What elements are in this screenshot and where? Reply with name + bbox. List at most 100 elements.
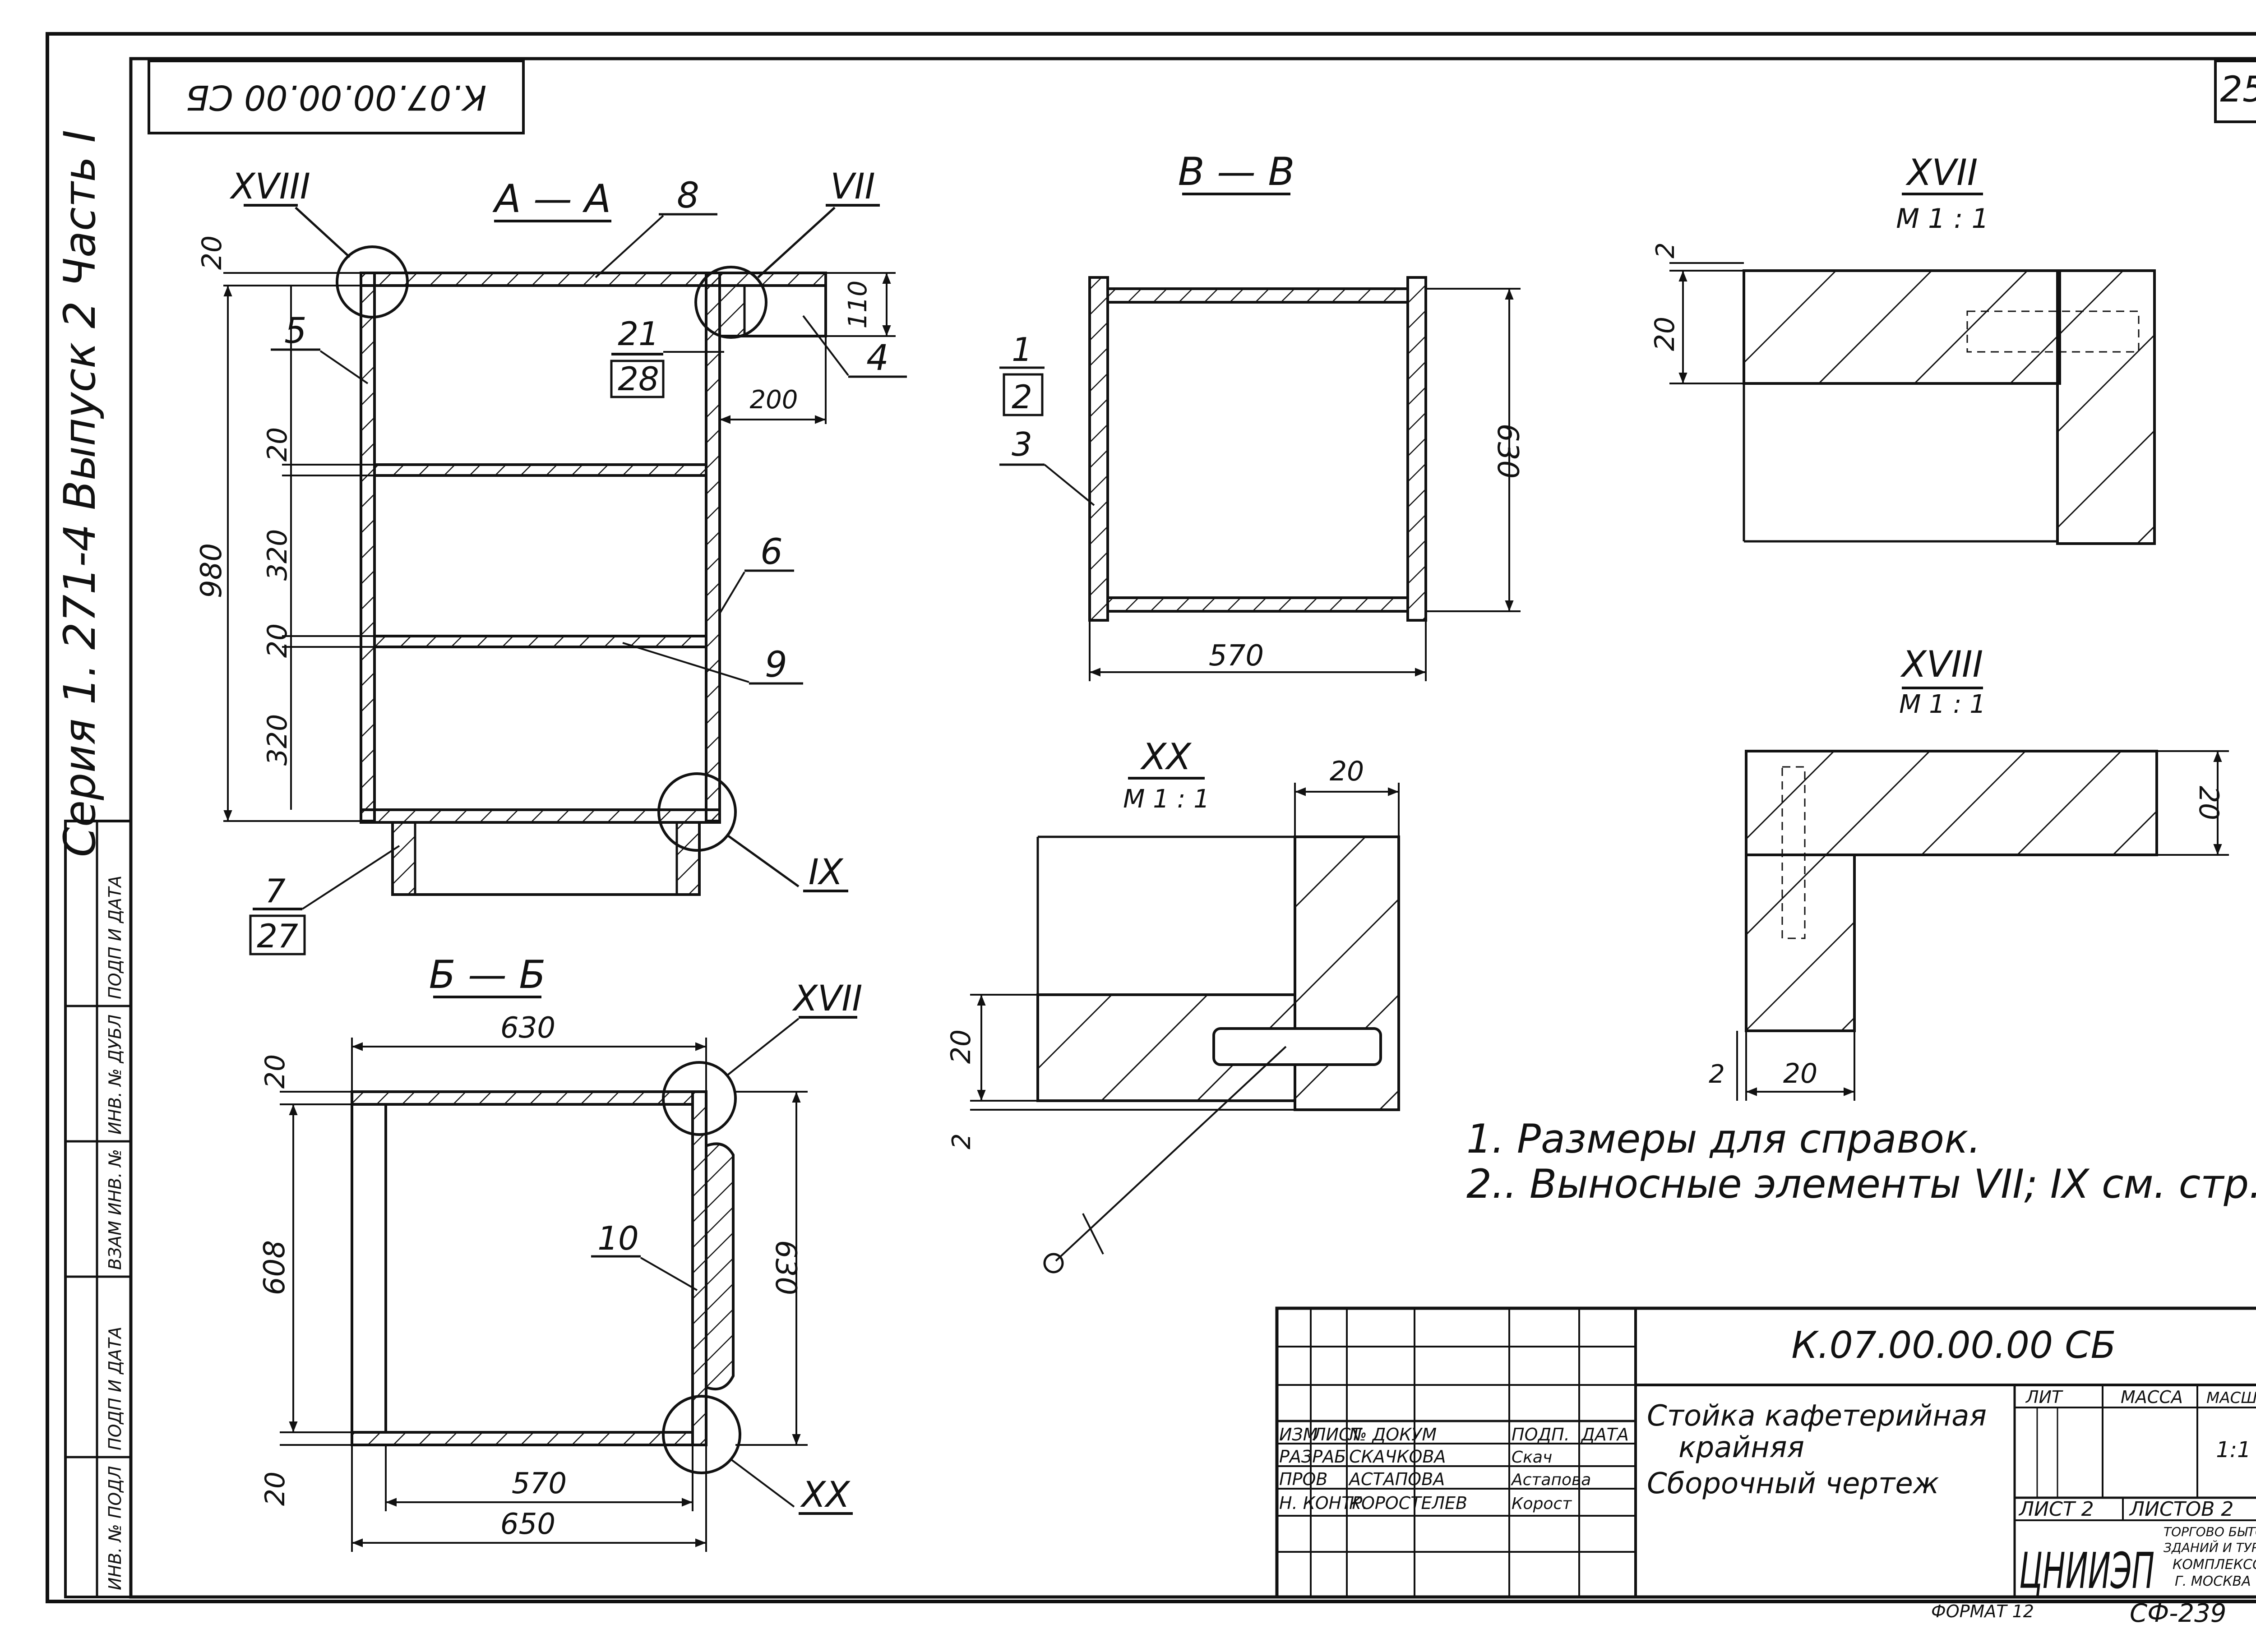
tb-sign-2: Астапова bbox=[1511, 1471, 1591, 1489]
section-v-v: В — В 630 570 1 2 3 bbox=[999, 149, 1524, 681]
shelf-upper bbox=[373, 463, 707, 477]
dim-650: 650 bbox=[500, 1508, 555, 1541]
vv-left-panel bbox=[1088, 276, 1109, 622]
footer-code: СФ-239 bbox=[2130, 1599, 2226, 1628]
tb-role-2: ПРОВ bbox=[1279, 1469, 1327, 1489]
callout-27: 27 bbox=[257, 917, 298, 955]
tb-scale-value: 1:1 bbox=[2216, 1437, 2251, 1463]
dim-630-top: 630 bbox=[500, 1011, 555, 1045]
tb-org-line-1: ТОРГОВО БЫТОВ. bbox=[2164, 1524, 2256, 1539]
detail-xviii-dim-20h: 20 bbox=[1783, 1058, 1817, 1089]
detail-xviii-scale: М 1 : 1 bbox=[1899, 690, 1986, 719]
tb-name-2: АСТАПОВА bbox=[1348, 1469, 1445, 1489]
section-v-v-title: В — В bbox=[1178, 149, 1295, 194]
tb-role-1: РАЗРАБ bbox=[1279, 1447, 1346, 1467]
tb-name-line3: Сборочный чертеж bbox=[1647, 1467, 1939, 1500]
tb-sheets: ЛИСТОВ 2 bbox=[2129, 1498, 2233, 1521]
left-panel bbox=[360, 272, 376, 822]
tb-org-line-4: Г. МОСКВА bbox=[2175, 1574, 2251, 1589]
right-panel bbox=[705, 272, 721, 822]
inverted-code-box: К.07.00.00.00 СБ bbox=[148, 60, 525, 134]
detail-circle-ix bbox=[657, 772, 737, 852]
shelf-middle bbox=[373, 635, 707, 648]
tb-org-line-3: КОМПЛЕКСОВ bbox=[2173, 1557, 2256, 1573]
tb-sign-1: Скач bbox=[1512, 1448, 1552, 1467]
tb-sheet: ЛИСТ 2 bbox=[2018, 1498, 2094, 1521]
tb-list: ЛИСТ bbox=[1312, 1425, 1363, 1444]
detail-xviii-dim-20v: 20 bbox=[2193, 786, 2224, 820]
detail-xvii: XVII М 1 : 1 2 20 bbox=[1649, 152, 2156, 545]
callout-1: 1 bbox=[1012, 331, 1032, 369]
series-title: Серия 1. 271-4 Выпуск 2 Часть I bbox=[55, 130, 105, 857]
tb-masshtab: МАСШТ. bbox=[2206, 1389, 2256, 1407]
dim-top-20: 20 bbox=[196, 235, 228, 270]
detail-xvii-dim-2: 2 bbox=[1651, 242, 1680, 258]
bb-edge-band bbox=[705, 1142, 735, 1390]
tb-data: ДАТА bbox=[1581, 1425, 1629, 1444]
format-label: ФОРМАТ 12 bbox=[1931, 1601, 2034, 1621]
dim-200: 200 bbox=[750, 385, 798, 415]
tb-sign-3: Корост bbox=[1512, 1495, 1572, 1513]
tb-name-line2: крайняя bbox=[1678, 1431, 1804, 1464]
detail-label-ix: IX bbox=[809, 852, 844, 893]
detail-xviii: XVIII М 1 : 1 20 2 20 bbox=[1709, 643, 2229, 1101]
detail-xx-dim-2: 2 bbox=[947, 1133, 976, 1149]
dim-gap-20a: 20 bbox=[262, 427, 293, 461]
detail-xx-dim-20v: 20 bbox=[945, 1029, 977, 1064]
tb-doc: № ДОКУМ bbox=[1348, 1425, 1437, 1444]
stamp-cell-3: ВЗАМ ИНВ. № bbox=[105, 1149, 125, 1270]
callout-4: 4 bbox=[866, 338, 889, 378]
dim-span-320b: 320 bbox=[262, 714, 293, 766]
dim-630-right: 630 bbox=[769, 1240, 802, 1295]
vv-right-panel bbox=[1406, 276, 1427, 622]
detail-xx-scale: М 1 : 1 bbox=[1123, 784, 1210, 814]
dowel bbox=[1212, 1027, 1382, 1066]
dim-span-320a: 320 bbox=[262, 529, 293, 581]
plinth bbox=[391, 821, 701, 896]
detail-xvii-dim-20: 20 bbox=[1649, 317, 1681, 351]
tb-lit: ЛИТ bbox=[2025, 1387, 2063, 1407]
dim-gap-20b: 20 bbox=[262, 623, 293, 658]
dim-570-bb: 570 bbox=[512, 1467, 567, 1500]
tb-name-3: КОРОСТЕЛЕВ bbox=[1349, 1493, 1467, 1513]
page-number: 25 bbox=[2220, 69, 2256, 110]
detail-xx-dim-20top: 20 bbox=[1330, 756, 1364, 787]
tb-podp: ПОДП. bbox=[1512, 1425, 1570, 1444]
detail-xvii-title: XVII bbox=[1905, 152, 1978, 194]
dim-980: 980 bbox=[195, 543, 228, 598]
callout-8: 8 bbox=[677, 175, 699, 216]
tb-doc-code: К.07.00.00.00 СБ bbox=[1791, 1324, 2116, 1367]
detail-label-xvii: XVII bbox=[792, 978, 863, 1019]
callout-9: 9 bbox=[765, 645, 787, 685]
tb-massa: МАССА bbox=[2121, 1387, 2183, 1407]
tb-name-1: СКАЧКОВА bbox=[1349, 1447, 1446, 1467]
section-a-a-title: А — А bbox=[492, 176, 611, 221]
dim-20-top-bb: 20 bbox=[259, 1054, 291, 1089]
tb-org-logo: ЦНИИЭП bbox=[2019, 1542, 2154, 1600]
page-number-box: 25 bbox=[2214, 60, 2256, 123]
tb-role-3: Н. КОНТР. bbox=[1279, 1493, 1368, 1513]
dim-608: 608 bbox=[258, 1240, 291, 1295]
inverted-code: К.07.00.00.00 СБ bbox=[186, 78, 487, 118]
outer-border bbox=[46, 32, 2256, 1603]
bottom-board bbox=[360, 808, 721, 824]
detail-xx-title: XX bbox=[1140, 736, 1192, 778]
tb-name-line1: Стойка кафетерийная bbox=[1647, 1399, 1987, 1433]
callout-2: 2 bbox=[1012, 378, 1032, 416]
dim-110: 110 bbox=[843, 281, 873, 329]
stamp-cell-5: ПОДП И ДАТА bbox=[105, 876, 125, 999]
callout-10: 10 bbox=[597, 1219, 639, 1257]
dim-630-vv: 630 bbox=[1491, 424, 1524, 479]
callout-6: 6 bbox=[760, 532, 783, 572]
detail-circle-xviii bbox=[336, 245, 409, 318]
detail-xviii-title: XVIII bbox=[1900, 643, 1983, 685]
note-2: 2.. Выносные элементы VII; IX см. стр. 1… bbox=[1466, 1161, 2256, 1207]
tb-org-line-2: ЗДАНИЙ И ТУРИСТСК. bbox=[2164, 1540, 2256, 1555]
detail-circle-xvii bbox=[662, 1061, 737, 1136]
detail-xvii-scale: М 1 : 1 bbox=[1896, 203, 1989, 235]
callout-21: 21 bbox=[618, 315, 659, 353]
note-1: 1. Размеры для справок. bbox=[1466, 1116, 1981, 1162]
dim-570-vv: 570 bbox=[1209, 639, 1264, 673]
section-a-a: А — А XVIII VII IX 8 bbox=[195, 166, 907, 955]
